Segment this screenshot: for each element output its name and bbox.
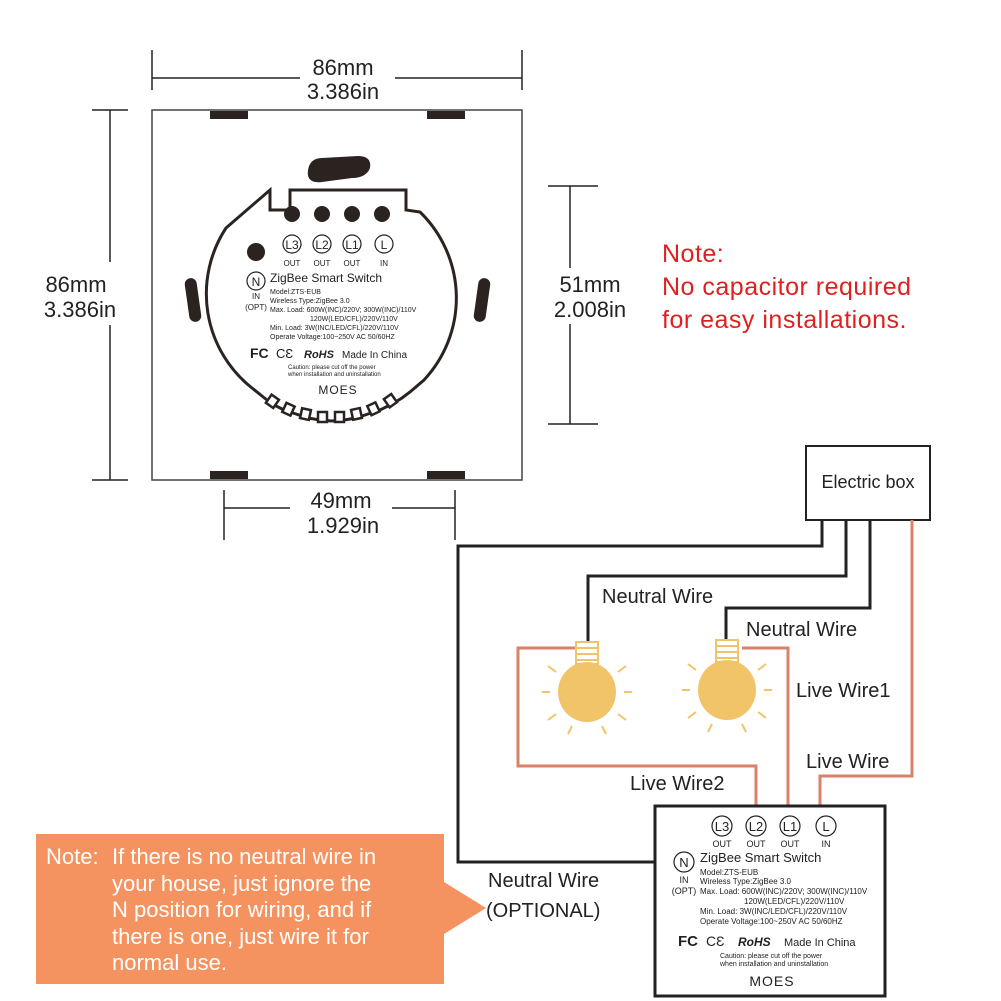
- terminal-n-sub2: (OPT): [245, 303, 267, 312]
- terminal-n-sub2-b: (OPT): [672, 886, 697, 896]
- bulb-1: [542, 641, 632, 735]
- bulb-2: [682, 639, 772, 733]
- red-note-line3: for easy installations.: [662, 306, 907, 334]
- red-note-line1: Note:: [662, 240, 724, 268]
- caution-1: Caution: please cut off the power: [288, 365, 376, 371]
- terminal-l2-b: L2: [749, 819, 763, 834]
- orange-note-line: your house, just ignore the: [112, 870, 372, 896]
- dim-top-mm: 86mm: [312, 55, 373, 80]
- terminal-l1-b: L1: [783, 819, 797, 834]
- terminal-l1: L1: [345, 238, 359, 252]
- dim-inner-in: 2.008in: [554, 297, 626, 322]
- orange-note-lead: Note:: [46, 844, 99, 869]
- label-neutral-optional-2: (OPTIONAL): [486, 900, 600, 922]
- dim-inner-mm: 51mm: [559, 272, 620, 297]
- terminal-l1-sub: OUT: [344, 259, 361, 268]
- label-neutral-wire-a: Neutral Wire: [602, 586, 713, 608]
- terminal-l3-sub-b: OUT: [713, 839, 733, 849]
- switch-module-front: [653, 804, 887, 998]
- dim-left-in: 3.386in: [44, 297, 116, 322]
- live-wires: [516, 520, 914, 816]
- switch-min-load: Min. Load: 3W(INC/LED/CFL)/220V/110V: [270, 325, 399, 332]
- orange-note-box: Note: If there is no neutral wire in you…: [36, 834, 444, 984]
- switch-model: Model:ZTS-EUB: [270, 289, 321, 296]
- cert-fc: FC: [250, 345, 269, 361]
- label-live-wire2: Live Wire2: [630, 773, 724, 795]
- orange-note-line: N position for wiring, and if: [112, 897, 372, 922]
- switch-title: ZigBee Smart Switch: [270, 271, 382, 285]
- orange-note-body: If there is no neutral wire in your hous…: [112, 844, 436, 977]
- made-in-b: Made In China: [784, 937, 856, 949]
- dim-top-in: 3.386in: [307, 79, 379, 104]
- red-note-line2: No capacitor required: [662, 273, 912, 301]
- terminal-l-b: L: [822, 819, 829, 834]
- switch-max-load-1-b: Max. Load: 600W(INC)/220V; 300W(INC)/110…: [700, 887, 868, 896]
- dimension-lines: [92, 50, 598, 540]
- terminal-l2-sub: OUT: [314, 259, 331, 268]
- caution-1-b: Caution: please cut off the power: [720, 953, 823, 960]
- note-pointer: [444, 882, 486, 934]
- brand-moes: MOES: [318, 383, 357, 397]
- terminal-l2-sub-b: OUT: [747, 839, 767, 849]
- caution-2-b: when installation and uninstallation: [719, 961, 828, 968]
- switch-voltage: Operate Voltage:100~250V AC 50/60HZ: [270, 334, 395, 341]
- label-neutral-wire-b: Neutral Wire: [746, 619, 857, 641]
- dim-left-mm: 86mm: [45, 272, 106, 297]
- dim-bottom-mm: 49mm: [310, 488, 371, 513]
- neutral-wires: [456, 520, 872, 864]
- terminal-n-b: N: [679, 855, 688, 870]
- cert-ce: CƐ: [276, 346, 293, 361]
- cert-fc-b: FC: [678, 933, 698, 950]
- terminal-l3-b: L3: [715, 819, 729, 834]
- dim-bottom-in: 1.929in: [307, 513, 379, 538]
- label-neutral-optional-1: Neutral Wire: [488, 870, 599, 892]
- switch-back-panel: [151, 109, 523, 481]
- terminal-n-sub1: IN: [252, 292, 260, 301]
- switch-label-top: L3 L2 L1 L OUT OUT OUT IN N IN (OPT) Zig…: [245, 234, 417, 397]
- brand-moes-b: MOES: [749, 973, 794, 989]
- terminal-l: L: [381, 238, 388, 252]
- switch-max-load-1: Max. Load: 600W(INC)/220V; 300W(INC)/110…: [270, 307, 417, 314]
- orange-note-line: there is one, just wire it for: [112, 923, 369, 949]
- switch-wireless: Wireless Type:ZigBee 3.0: [270, 298, 350, 305]
- caution-2: when installation and uninstallation: [287, 372, 381, 378]
- switch-model-b: Model:ZTS-EUB: [700, 868, 758, 877]
- switch-max-load-2: 120W(LED/CFL)/220V/110V: [310, 316, 398, 323]
- switch-max-load-2-b: 120W(LED/CFL)/220V/110V: [744, 897, 845, 906]
- terminal-l-sub: IN: [380, 259, 388, 268]
- terminal-l3: L3: [285, 238, 299, 252]
- electric-box: Electric box: [805, 445, 931, 521]
- switch-wireless-b: Wireless Type:ZigBee 3.0: [700, 877, 792, 886]
- cert-ce-b: CƐ: [706, 933, 725, 949]
- switch-title-b: ZigBee Smart Switch: [700, 850, 821, 865]
- label-live-wire: Live Wire: [806, 751, 889, 773]
- label-live-wire1: Live Wire1: [796, 680, 890, 702]
- terminal-l2: L2: [315, 238, 329, 252]
- cert-rohs-b: RoHS: [738, 935, 771, 949]
- terminal-l-sub-b: IN: [822, 839, 831, 849]
- switch-voltage-b: Operate Voltage:100~250V AC 50/60HZ: [700, 917, 843, 926]
- terminal-n: N: [252, 275, 261, 289]
- made-in: Made In China: [342, 350, 407, 361]
- cert-rohs: RoHS: [304, 349, 335, 361]
- electric-box-label: Electric box: [821, 472, 914, 492]
- terminal-n-sub1-b: IN: [680, 875, 689, 885]
- orange-note-line: If there is no neutral wire in: [112, 844, 377, 869]
- terminal-l1-sub-b: OUT: [781, 839, 801, 849]
- switch-label-bottom: L3 L2 L1 L OUT OUT OUT IN N IN (OPT) Zig…: [672, 815, 868, 989]
- orange-note-line: normal use.: [112, 950, 227, 975]
- switch-min-load-b: Min. Load: 3W(INC/LED/CFL)/220V/110V: [700, 907, 848, 916]
- terminal-l3-sub: OUT: [284, 259, 301, 268]
